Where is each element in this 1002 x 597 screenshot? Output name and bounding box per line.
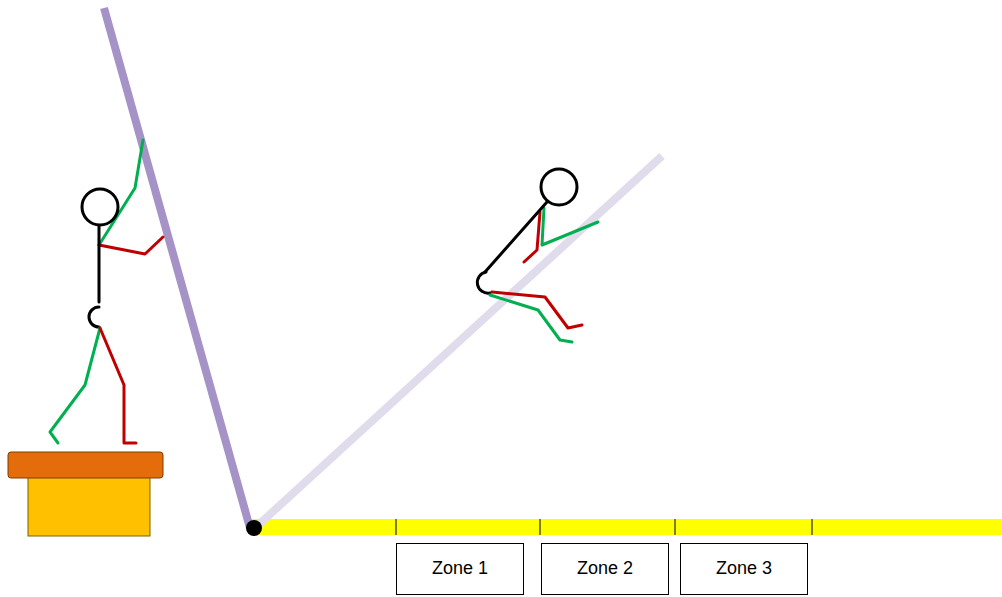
pedestal-base: [28, 476, 150, 536]
zone-label: Zone 3: [716, 558, 772, 580]
pedestal-top: [8, 452, 163, 478]
zone-box: Zone 1: [396, 543, 524, 595]
pole-start: [104, 8, 250, 528]
pole-flight: [255, 156, 662, 528]
zone-box: Zone 2: [541, 543, 669, 595]
pivot-dot: [246, 520, 262, 536]
zone-ticks: [396, 519, 812, 535]
zone-label: Zone 1: [432, 558, 488, 580]
zone-label: Zone 2: [577, 558, 633, 580]
zone-box: Zone 3: [680, 543, 808, 595]
ground-strip: [250, 519, 1002, 535]
stick-figure-start: [50, 140, 163, 443]
stick-figure-flight: [477, 169, 598, 342]
